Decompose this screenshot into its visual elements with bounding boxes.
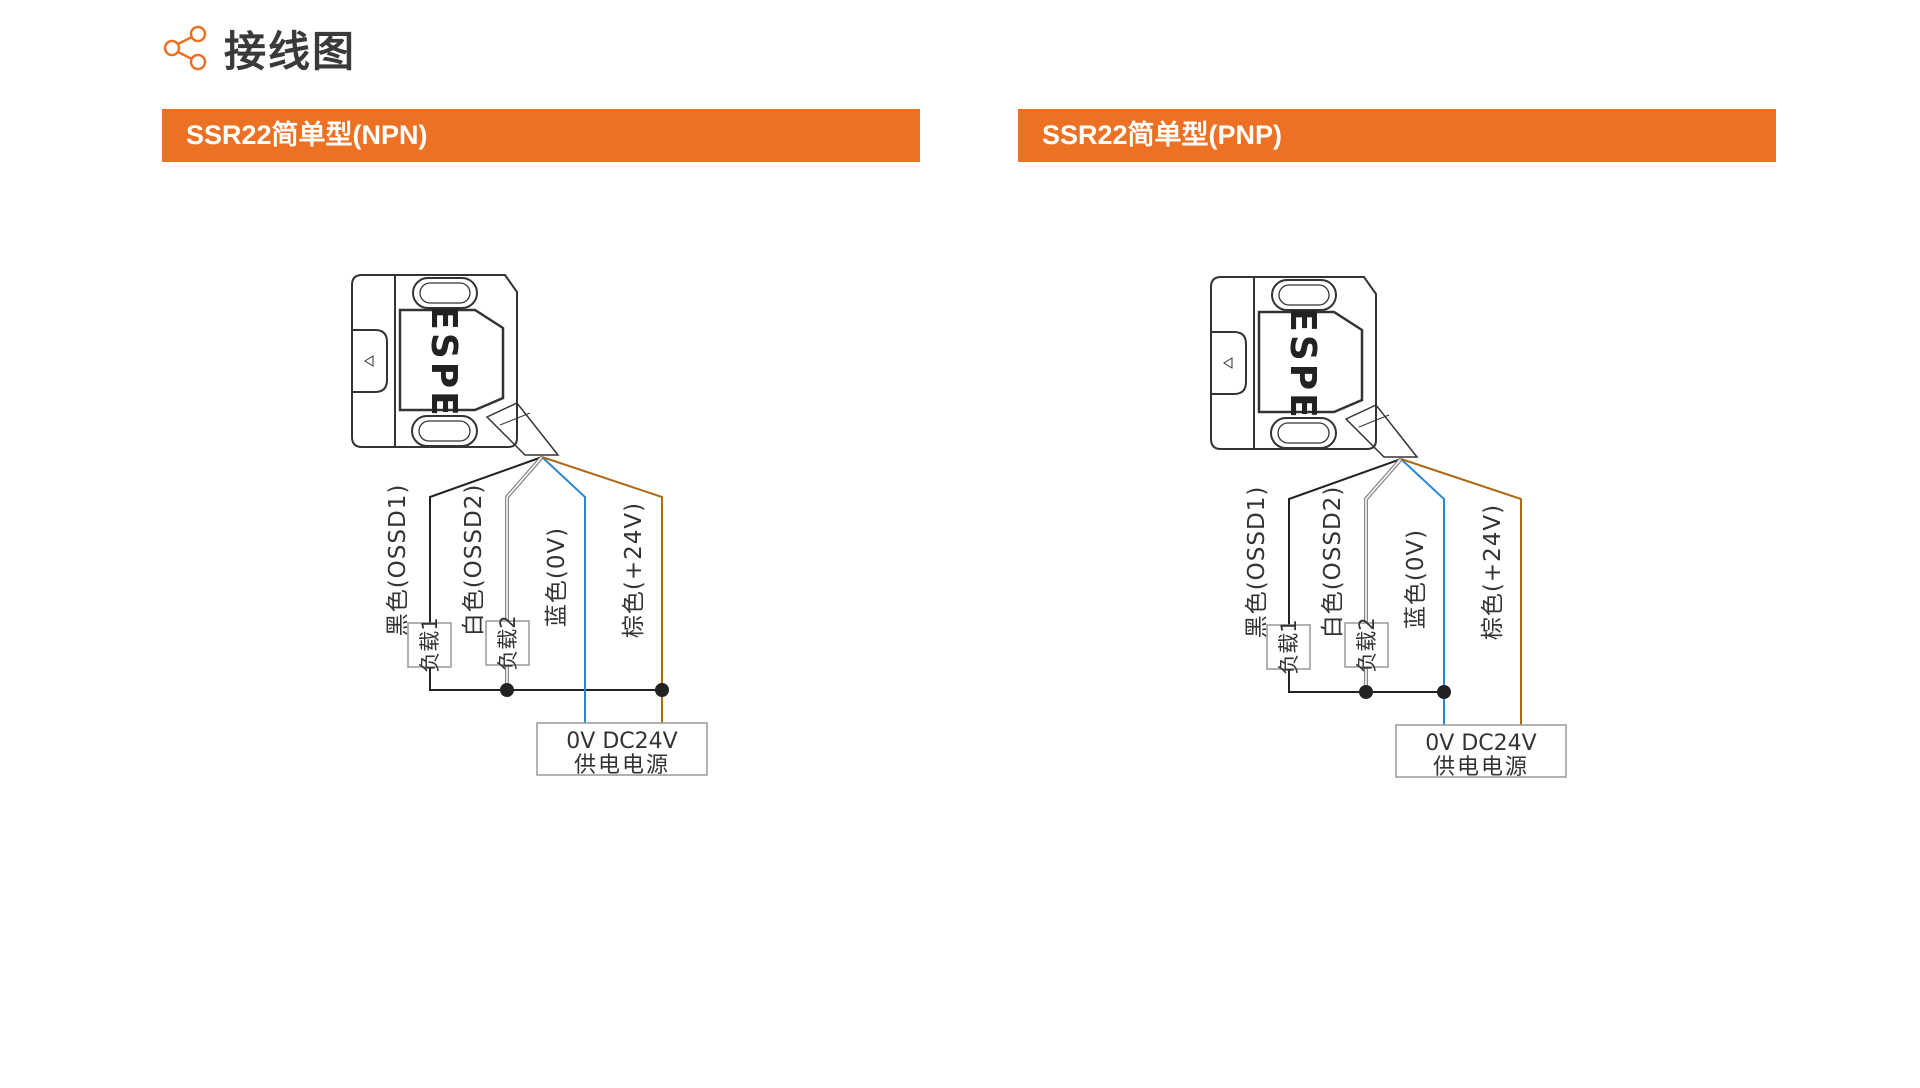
junction-node-2 (1437, 685, 1451, 699)
mount-hole-bottom-inner (418, 420, 471, 442)
junction-node-1 (500, 683, 514, 697)
cable (1344, 404, 1419, 458)
page-title: 接线图 (224, 27, 357, 76)
device-body (351, 274, 518, 448)
wire-label-2: 白色(OSSD2) (1320, 486, 1346, 639)
wire-black (429, 456, 662, 691)
wire-label-3: 蓝色(0V) (1403, 529, 1429, 629)
power-supply-box (1395, 724, 1567, 778)
cable (485, 402, 560, 456)
wire-label-3: 蓝色(0V) (544, 527, 570, 627)
load-label-2: 负载2 (496, 615, 520, 670)
diagram-npn: ESPE 负载1 负载2 黑色(OSSD1) 白色(OSSD2) 蓝色(0V) 棕色(+24… (351, 274, 708, 778)
load-box-2 (1344, 622, 1389, 668)
cable-line (1358, 414, 1390, 428)
diagram-pnp: ESPE 负载1 负载2 黑色(OSSD1) 白色(OSSD2) 蓝色(0V) 棕色(+24… (1210, 276, 1567, 780)
wire-blue (1400, 458, 1445, 725)
device-body (1210, 276, 1377, 450)
wire-label-1: 黑色(OSSD1) (1244, 486, 1270, 639)
mount-hole-top-inner (1278, 284, 1330, 306)
load-box-2 (485, 620, 530, 666)
label-panel (398, 308, 505, 412)
junction-node-2 (655, 683, 669, 697)
device-tab (1211, 331, 1247, 395)
device-logo: ESPE (1282, 307, 1323, 421)
mount-hole-top-inner (419, 282, 471, 304)
wire-blue (541, 456, 586, 723)
power-supply-label: 供电电源 (574, 753, 670, 778)
mount-hole-top (1271, 279, 1337, 311)
wire-label-2: 白色(OSSD2) (461, 484, 487, 637)
wire-label-1: 黑色(OSSD1) (385, 484, 411, 637)
section-header-npn: SSR22简单型(NPN) (162, 109, 920, 162)
power-supply-voltage: 0V DC24V (1425, 731, 1536, 756)
load-label-2: 负载2 (1355, 617, 1379, 672)
triangle-icon (1223, 357, 1233, 369)
triangle-icon (364, 355, 374, 367)
wire-label-4: 棕色(+24V) (1480, 504, 1506, 640)
load-label-1: 负载1 (418, 617, 442, 672)
load-box-1 (407, 622, 452, 668)
junction-node-1 (1359, 685, 1373, 699)
mount-hole-bottom (411, 415, 478, 447)
power-supply-box (536, 722, 708, 776)
power-supply-label: 供电电源 (1433, 755, 1529, 780)
label-panel (1257, 310, 1364, 414)
sensor-device (351, 274, 560, 456)
mount-hole-bottom-inner (1277, 422, 1330, 444)
wire-label-4: 棕色(+24V) (621, 502, 647, 638)
load-box-1 (1266, 624, 1311, 670)
device-logo: ESPE (423, 305, 464, 419)
device-tab (352, 329, 388, 393)
wire-brown (541, 456, 663, 723)
section-header-pnp: SSR22简单型(PNP) (1018, 109, 1776, 162)
mount-hole-top (412, 277, 478, 309)
cable-line (499, 412, 531, 426)
share-icon (163, 25, 207, 71)
power-supply-voltage: 0V DC24V (566, 729, 677, 754)
sensor-device (1210, 276, 1419, 458)
mount-hole-bottom (1270, 417, 1337, 449)
load-label-1: 负载1 (1277, 619, 1301, 674)
wire-brown (1400, 458, 1522, 725)
